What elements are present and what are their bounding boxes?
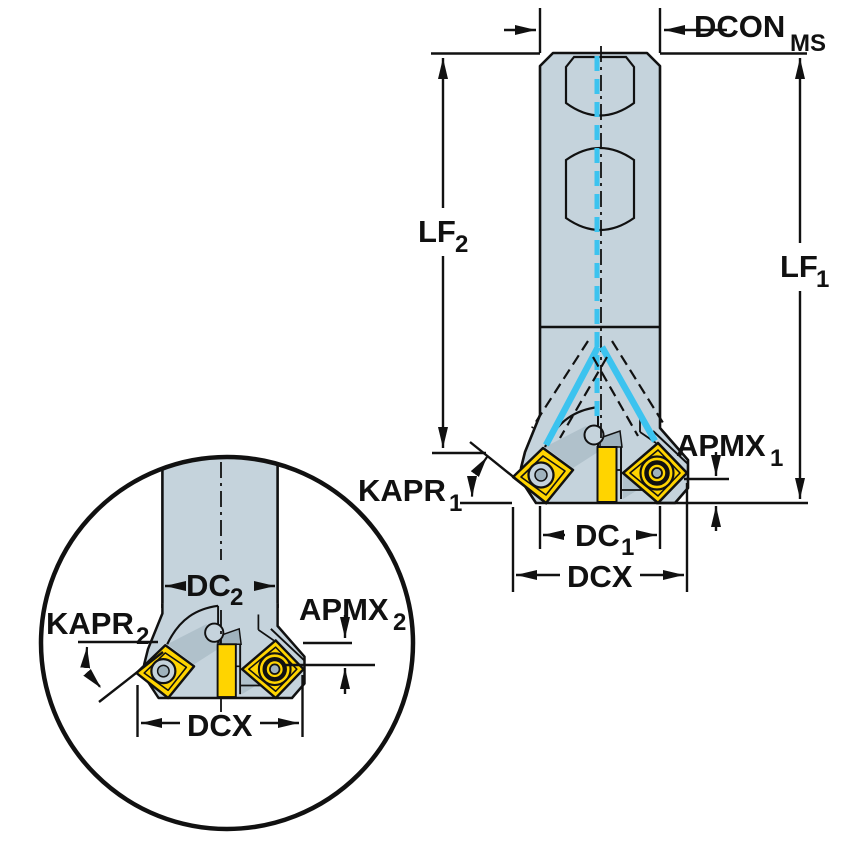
kapr2-edge-line (98, 651, 164, 703)
dim-lf2: LF 2 (418, 58, 486, 455)
cutter-head-inserts (513, 443, 687, 503)
label-kapr2: KAPR (46, 606, 134, 641)
dim-dc1: DC 1 (538, 506, 662, 561)
label-kapr1-sub: 1 (449, 490, 462, 517)
coolant-branch-left (543, 345, 601, 447)
label-dc1-sub: 1 (621, 534, 634, 561)
label-lf2-sub: 2 (455, 231, 468, 258)
label-dcon-sub: MS (790, 30, 826, 57)
label-apmx1: APMX (676, 428, 766, 463)
label-apmx2-sub: 2 (393, 609, 406, 636)
kapr2-angle-arc (80, 646, 102, 689)
dim-dc2: DC 2 (165, 568, 275, 611)
label-lf1-sub: 1 (816, 266, 829, 293)
dim-dcon: DCON MS (431, 8, 826, 57)
dim-apmx2: APMX 2 (282, 592, 406, 694)
detail-shank (162, 459, 278, 610)
dim-dcx-detail: DCX (136, 675, 304, 743)
coolant-branch-right (599, 345, 658, 443)
shank-recess-upper (564, 55, 636, 117)
label-apmx2: APMX (299, 592, 389, 627)
main-view: DCON MS LF 2 LF 1 KAPR 1 (358, 8, 829, 594)
label-dc2: DC (186, 568, 231, 603)
label-dc2-sub: 2 (230, 584, 243, 611)
coolant-channels (531, 46, 666, 447)
detail-circle-outline (38, 454, 416, 832)
label-dcx-detail: DCX (187, 708, 253, 743)
label-dcx-main: DCX (567, 559, 633, 594)
dim-lf1: LF 1 (656, 58, 829, 505)
label-lf2: LF (418, 214, 456, 249)
detail-view: DC 2 APMX 2 KAPR 2 DCX (38, 454, 416, 832)
label-dcon: DCON (694, 9, 785, 44)
label-kapr1: KAPR (358, 473, 446, 508)
dim-apmx1: APMX 1 (676, 428, 783, 531)
kapr1-angle-arc (467, 456, 488, 498)
shank-recess-lower (564, 147, 636, 231)
label-dc1: DC (575, 518, 620, 553)
tool-shank (538, 51, 662, 405)
dim-kapr2: KAPR 2 (46, 606, 164, 703)
dim-dcx-main: DCX (511, 483, 689, 594)
dim-kapr1: KAPR 1 (358, 441, 548, 517)
label-lf1: LF (780, 249, 818, 284)
detail-head-inserts (136, 640, 303, 698)
label-apmx1-sub: 1 (770, 445, 783, 472)
kapr1-edge-line (469, 441, 548, 505)
label-kapr2-sub: 2 (136, 623, 149, 650)
